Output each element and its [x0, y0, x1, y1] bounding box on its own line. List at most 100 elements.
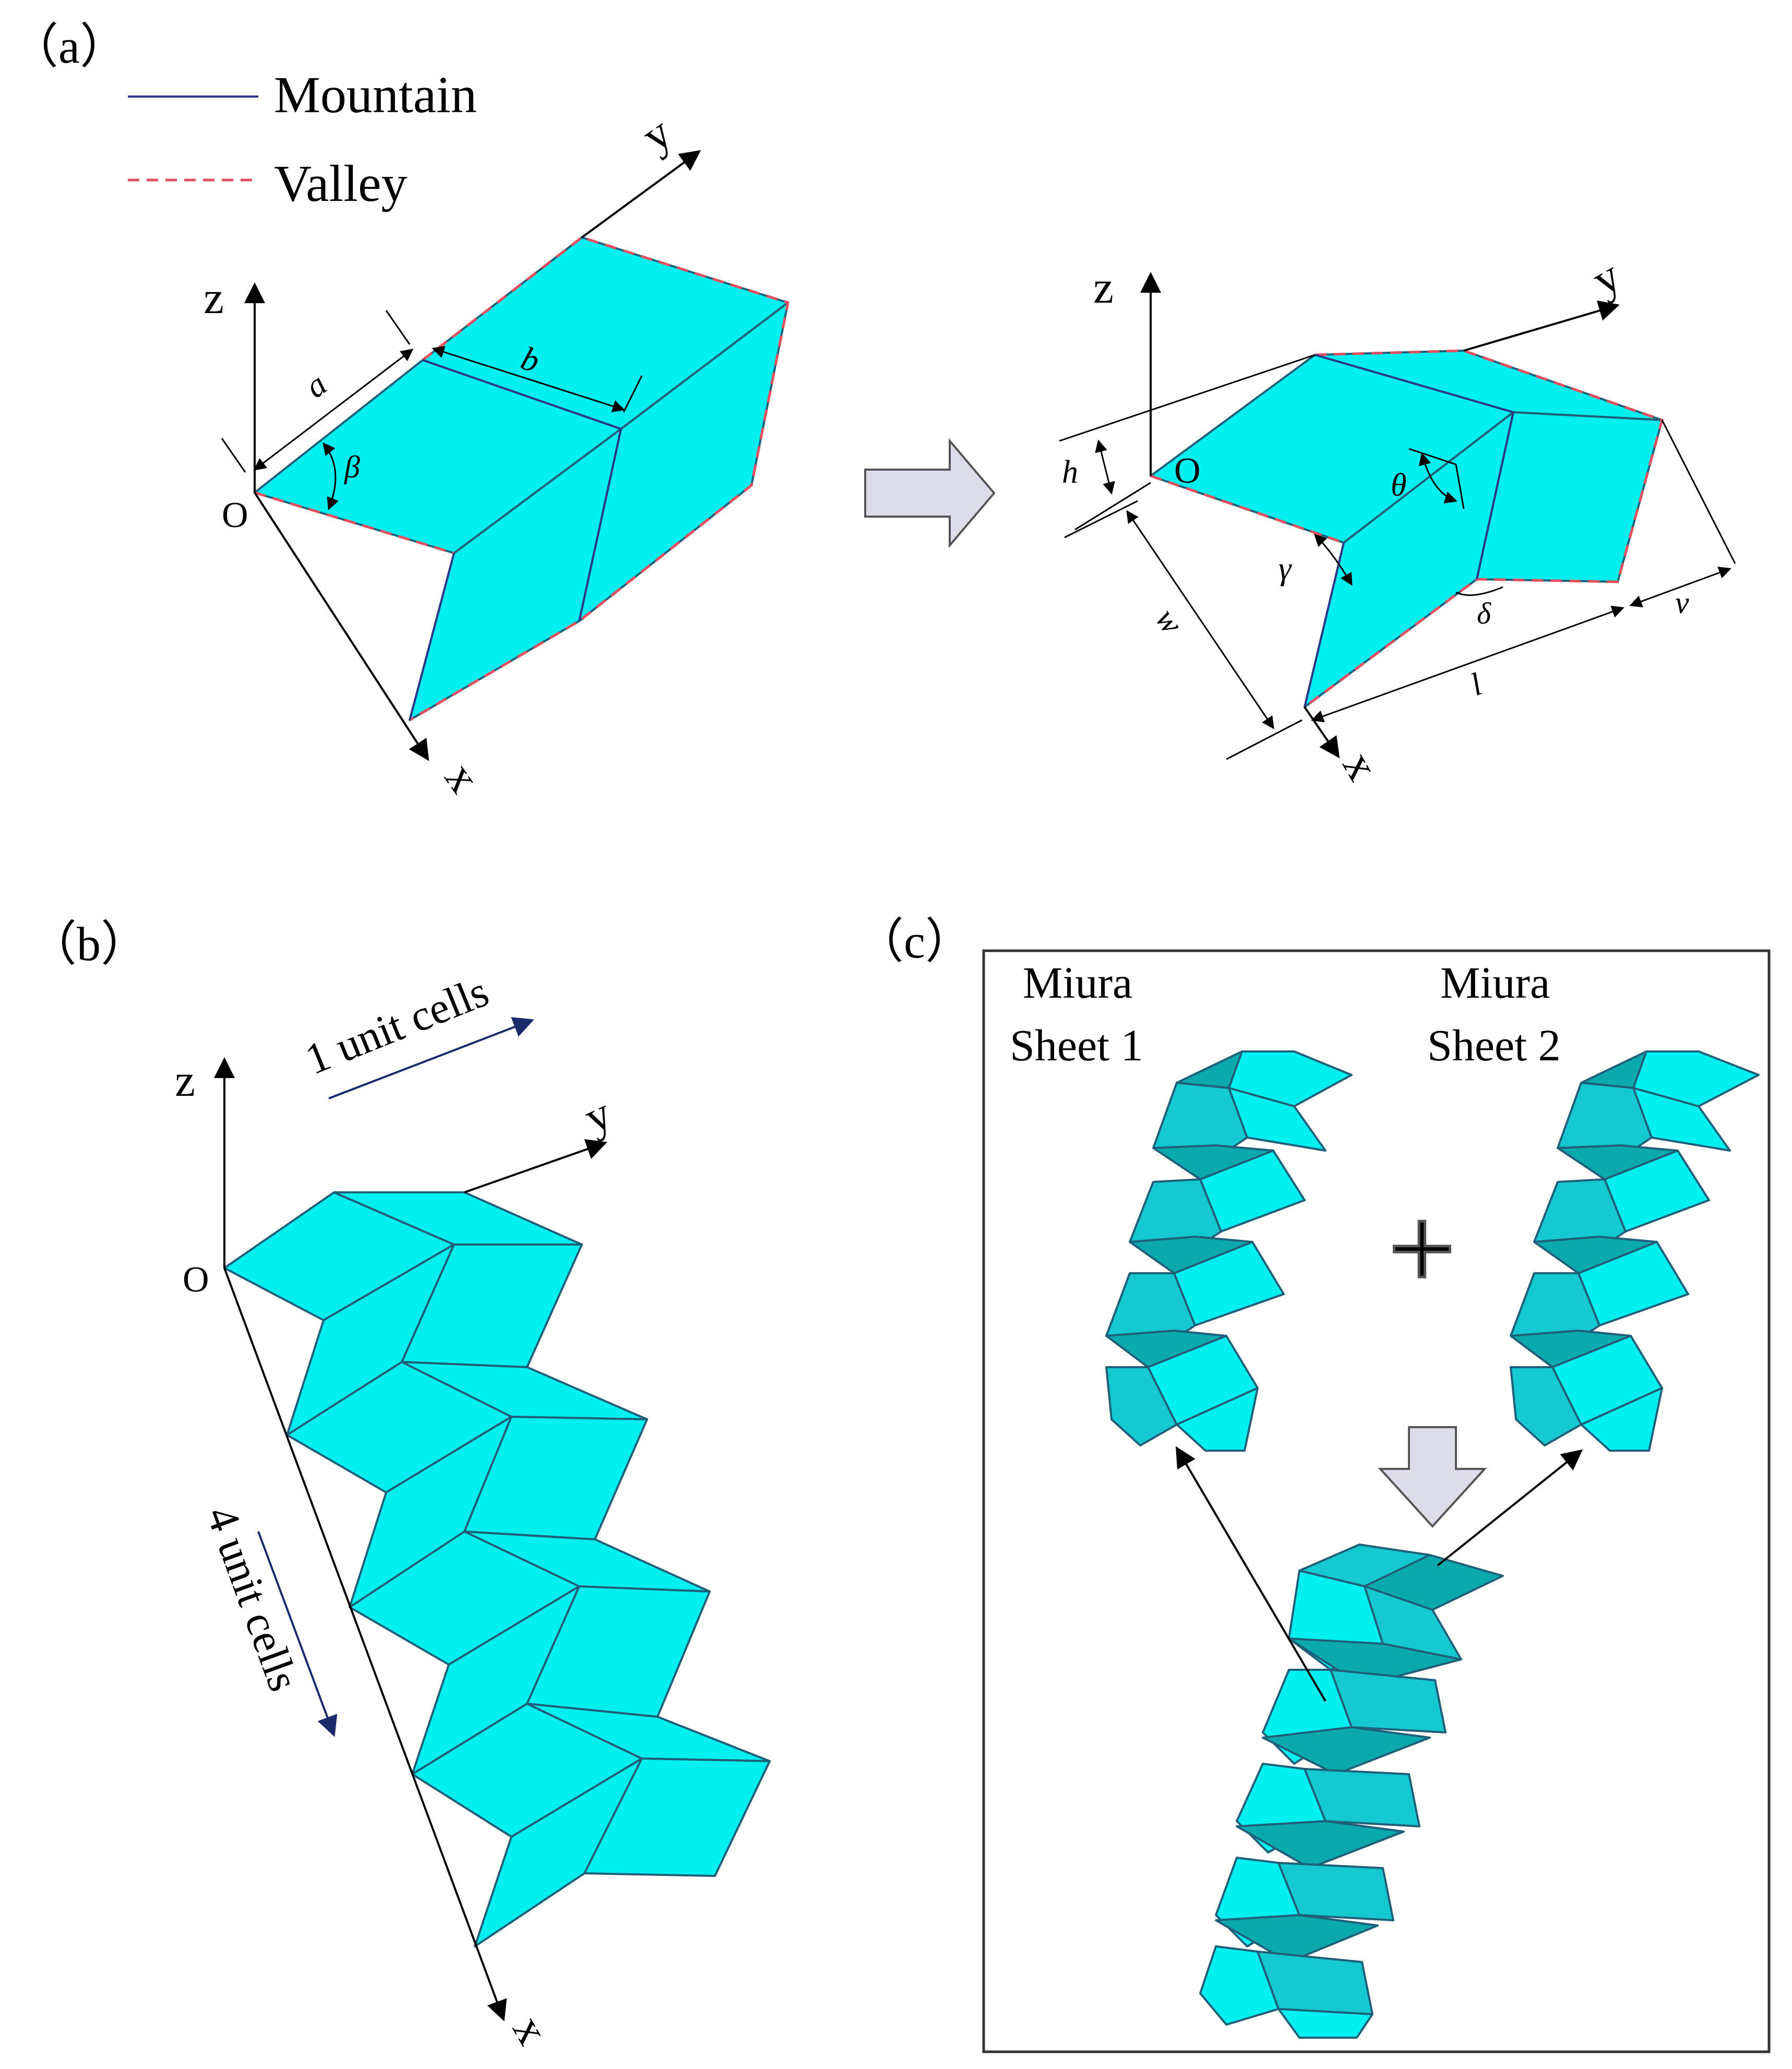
face	[1510, 1366, 1582, 1446]
angle-beta-label: β	[344, 450, 360, 484]
miura-sheet-1	[1105, 1050, 1353, 1452]
dim-w-label: w	[1149, 602, 1190, 640]
angle-gamma-label: γ	[1279, 551, 1292, 587]
dim-a-label: a	[298, 365, 333, 405]
angle-delta	[1455, 586, 1503, 596]
valley-edge	[1150, 474, 1344, 544]
face	[1632, 1050, 1760, 1107]
unit-cells-x-arrow	[257, 1531, 338, 1737]
face	[1228, 1050, 1353, 1107]
face	[1215, 1914, 1379, 1963]
panel-b: （b） 1 unit cells 4 unit cells	[29, 917, 771, 2053]
valley-edge-base	[254, 491, 455, 555]
dim-ext	[1226, 719, 1303, 760]
sheet1-title-line2: Sheet 1	[1010, 1020, 1143, 1070]
plus-sign: +	[1388, 1182, 1456, 1315]
angle-theta-label: θ	[1391, 468, 1406, 503]
axis-x	[223, 1267, 507, 2022]
axis-y	[1463, 301, 1620, 352]
face	[1199, 1945, 1280, 2026]
face	[1199, 1150, 1306, 1233]
face	[1173, 1241, 1285, 1326]
panel-c-label: （c）	[856, 915, 973, 968]
axis-y-label: y	[633, 107, 681, 162]
legend: Mountain Valley	[128, 66, 477, 212]
angle-delta-label: δ	[1477, 596, 1491, 630]
axis-x-label: x	[435, 754, 490, 802]
miura-sheet-2	[1510, 1050, 1760, 1452]
mountain-crease	[1315, 354, 1514, 413]
face	[1236, 1820, 1405, 1869]
dim-ext	[385, 310, 411, 345]
axis-y-label: y	[577, 1088, 619, 1144]
face	[1580, 1387, 1663, 1452]
panel-a-label: （a）	[10, 20, 128, 73]
dim-v-label: v	[1675, 585, 1689, 620]
panel-b-label: （b）	[29, 917, 149, 971]
dim-l	[1311, 605, 1624, 723]
face	[1105, 1366, 1178, 1446]
face	[1304, 1768, 1420, 1827]
sheet1-title-line1: Miura	[1023, 958, 1132, 1008]
axis-x	[1304, 706, 1340, 759]
sheet2-title-line1: Miura	[1440, 958, 1550, 1008]
sheet2-title-line2: Sheet 2	[1427, 1020, 1561, 1070]
origin-label: O	[183, 1260, 209, 1300]
unit-cell-right: z y x O h w l v θ	[1059, 250, 1736, 789]
origin-label: O	[1174, 451, 1201, 491]
axis-y	[581, 150, 701, 238]
arrow-to-sheet2	[1437, 1449, 1583, 1566]
arrow-to-sheet1	[1175, 1446, 1327, 1702]
combine-arrow	[1378, 1426, 1487, 1528]
dim-v	[1629, 566, 1731, 608]
dim-h-label: h	[1062, 455, 1078, 490]
face	[1578, 1241, 1689, 1326]
panel-c-frame	[982, 949, 1771, 2053]
axis-x-label: x	[503, 2007, 558, 2053]
unit-cells-x-label: 4 unit cells	[197, 1500, 308, 1697]
dim-l-label: l	[1466, 666, 1486, 703]
panel-c: （c） Miura Sheet 1 Miura Sheet 2 +	[856, 915, 1771, 2053]
face	[1277, 2008, 1373, 2039]
axis-z-label: z	[204, 273, 224, 324]
dim-ext	[1074, 482, 1151, 531]
face	[1632, 1087, 1731, 1152]
mountain-crease	[409, 553, 455, 721]
face	[1277, 1862, 1394, 1921]
origin-label: O	[222, 495, 248, 535]
unit-cells-y-label: 1 unit cells	[298, 967, 495, 1084]
face	[1262, 1726, 1431, 1775]
axis-z-label: z	[1093, 262, 1114, 313]
dim-ext	[1059, 354, 1316, 442]
axis-z-label: z	[175, 1056, 195, 1106]
axis-x	[254, 492, 429, 761]
legend-mountain-label: Mountain	[274, 66, 477, 124]
dim-h	[1095, 439, 1115, 495]
dim-a	[253, 349, 414, 471]
face	[583, 1757, 771, 1877]
mountain-crease	[1476, 412, 1514, 580]
transform-arrow	[864, 438, 996, 548]
dim-ext	[1661, 420, 1736, 564]
panel-a: （a） Mountain Valley z	[10, 20, 1736, 802]
dim-b	[432, 345, 625, 413]
dim-ext	[1455, 464, 1465, 509]
face	[1176, 1387, 1259, 1452]
valley-edge	[1304, 349, 1664, 709]
axis-y-label: y	[1584, 250, 1629, 306]
mountain-crease	[578, 428, 622, 621]
dim-ext	[1408, 448, 1456, 465]
valley-edge-left-cell	[409, 236, 790, 722]
face	[1330, 1669, 1447, 1733]
dim-w	[1126, 510, 1274, 729]
face	[1604, 1150, 1710, 1233]
axis-y	[464, 1139, 607, 1193]
miura-sheet-b	[223, 1191, 771, 1947]
face	[1228, 1087, 1327, 1152]
miura-sheet-combined	[1199, 1544, 1504, 2039]
dim-ext	[623, 375, 643, 413]
angle-theta	[1418, 452, 1458, 504]
axis-x-label: x	[1333, 744, 1388, 789]
unit-cell-left: z y x O a b β	[204, 107, 790, 802]
